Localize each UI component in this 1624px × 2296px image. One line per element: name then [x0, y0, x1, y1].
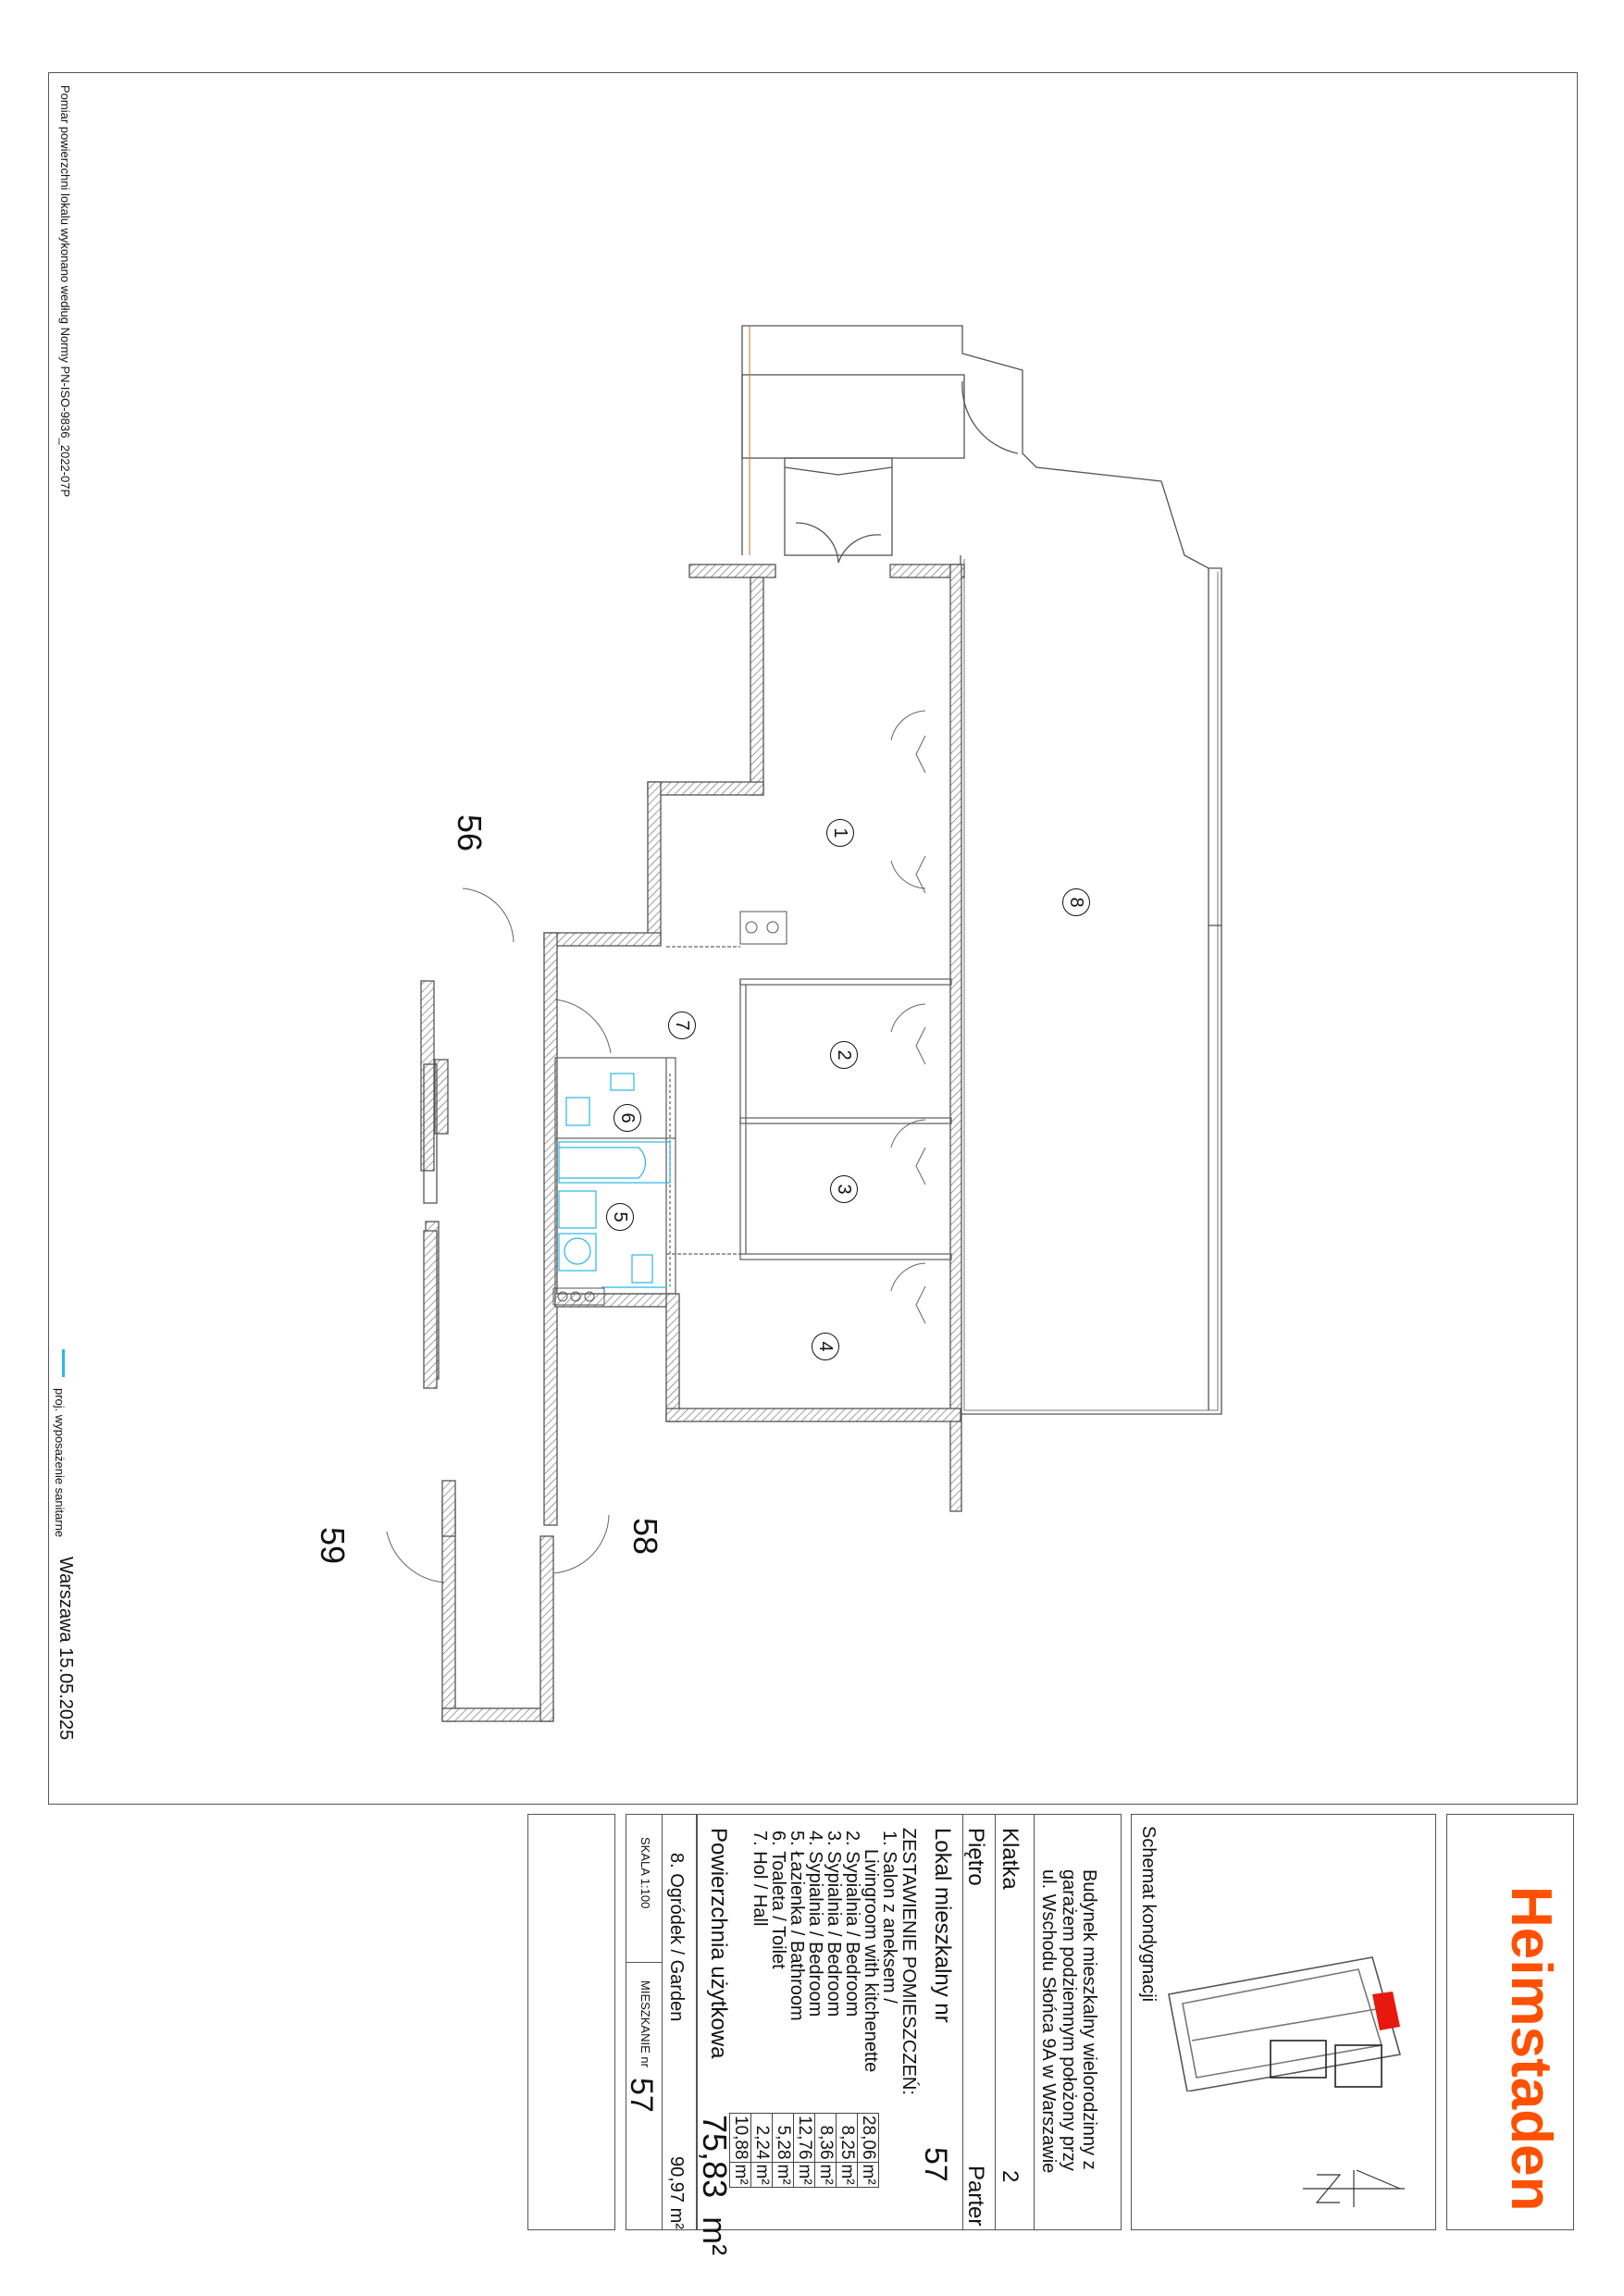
legend-swatch-sanitary	[62, 1349, 65, 1377]
building-description-line-1: Budynek mieszkalny wielorodzinny z	[1079, 1869, 1099, 2170]
door-swings	[386, 710, 926, 1583]
interior-walls	[554, 946, 952, 1295]
pietro-value: Parter	[963, 2166, 988, 2227]
sanitary-fixtures	[558, 1073, 671, 1288]
lokal-label: Lokal mieszkalny nr	[930, 1828, 955, 2023]
brand-panel	[1446, 1814, 1574, 2230]
drawing-frame	[48, 72, 1578, 1805]
garden-value: 90,97 m²	[666, 2156, 687, 2229]
neighbor-unit-56: 56	[451, 814, 489, 852]
info-panel	[696, 1814, 1122, 2230]
room-1-name: 1. Salon z aneksem /	[879, 1831, 899, 2004]
room-5-name: 5. Łazienka / Bathroom	[787, 1831, 807, 2021]
room-marker-7: 7	[668, 1011, 696, 1039]
key-plan-drawing	[1168, 1956, 1402, 2091]
key-plan-panel	[1131, 1814, 1436, 2230]
riser-symbols	[552, 911, 787, 1306]
corridor-walls	[423, 1063, 456, 1537]
neighbor-unit-58: 58	[626, 1518, 664, 1556]
room-marker-6: 6	[614, 1104, 641, 1132]
neighbor-unit-59: 59	[314, 1527, 352, 1565]
room-4-name: 4. Sypialnia / Bedroom	[805, 1831, 825, 2017]
scale-panel	[626, 1814, 663, 2230]
room-marker-5: 5	[606, 1203, 634, 1231]
room-1-name-en: Livingroom with kitchenette	[861, 1849, 881, 2073]
room-marker-2: 2	[830, 1041, 858, 1069]
room-marker-4: 4	[812, 1333, 839, 1360]
building-description-line-3: ul. Wschodu Słońca 9A w Warszawie	[1038, 1869, 1059, 2174]
brand-logo: Heimstaden	[1499, 1886, 1563, 2212]
apartment-walls	[420, 564, 965, 1722]
usable-area-value: 75,83 m²	[696, 2115, 734, 2256]
room-marker-8: 8	[1062, 888, 1090, 916]
room-marker-1: 1	[826, 819, 854, 847]
rooms-header: ZESTAWIENIE POMIESZCZEŃ:	[899, 1828, 919, 2095]
scale-label: SKALA 1:100	[638, 1837, 652, 1909]
apartment-label: MIESZKANIE nr	[638, 1980, 652, 2067]
pietro-label: Piętro	[963, 1828, 988, 1886]
usable-area-label: Powierzchnia użytkowa	[706, 1828, 731, 2059]
room-7-name: 7. Hol / Hall	[750, 1831, 770, 1927]
scale-divider	[626, 1962, 663, 1963]
klatka-label: Klatka	[998, 1828, 1023, 1890]
north-arrow-icon	[1303, 2169, 1405, 2207]
room-marker-3: 3	[830, 1175, 858, 1203]
lokal-value: 57	[918, 2147, 953, 2182]
room-3-name: 3. Sypialnia / Bedroom	[824, 1831, 844, 2017]
stamp-box	[527, 1814, 615, 2230]
room-6-name: 6. Toaleta / Toilet	[768, 1831, 788, 1969]
floor-plan	[386, 325, 1222, 1722]
building-description-line-2: garażem podziemnym położony przy	[1059, 1869, 1079, 2171]
garden-outline	[741, 325, 1222, 1415]
unit-highlight	[1372, 1992, 1400, 2030]
room-2-name: 2. Sypialnia / Bedroom	[842, 1831, 862, 2017]
apartment-value: 57	[624, 2078, 659, 2113]
garden-label: 8. Ogródek / Garden	[666, 1853, 687, 2022]
klatka-value: 2	[998, 2170, 1023, 2183]
